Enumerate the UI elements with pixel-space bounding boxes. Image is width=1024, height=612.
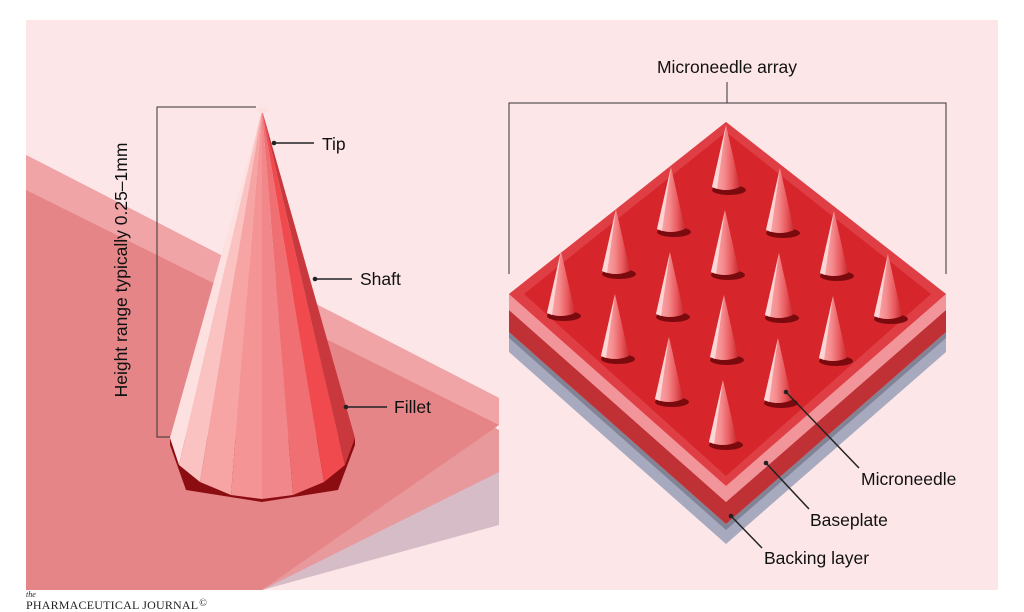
tip-dot: [271, 140, 277, 146]
array-microneedle-highlight: [710, 295, 724, 359]
copyright-symbol: ©: [199, 598, 208, 609]
publication-name-text: PHARMACEUTICAL JOURNAL: [26, 598, 199, 612]
array-microneedle-highlight: [709, 380, 723, 444]
array-microneedle: [657, 167, 691, 237]
array-microneedle: [655, 337, 689, 407]
microneedle-array: [509, 122, 946, 544]
fillet-dot: [343, 404, 349, 410]
needle-face-4: [231, 110, 262, 499]
array-microneedle: [709, 380, 743, 450]
array-microneedle-highlight: [874, 254, 888, 318]
microneedle-diagram: Height range typically 0.25–1mm Tip Shaf…: [26, 57, 956, 590]
array-top-face: [524, 132, 931, 476]
fillet-label: Fillet: [394, 397, 431, 417]
array-microneedle-highlight: [601, 294, 615, 358]
baseplate-label: Baseplate: [810, 510, 888, 530]
needle-face-6: [262, 110, 324, 495]
backing-layer-label: Backing layer: [764, 548, 869, 568]
array-microneedle-highlight: [656, 252, 670, 316]
array-microneedle-highlight: [819, 296, 833, 360]
array-microneedle-highlight: [764, 338, 778, 402]
needle-face-5: [262, 110, 293, 499]
array-microneedle: [710, 295, 744, 365]
array-microneedle-highlight: [657, 167, 671, 231]
array-microneedle: [601, 294, 635, 364]
large-microneedle: [170, 107, 355, 502]
array-microneedle: [764, 338, 798, 408]
array-microneedle: [820, 211, 854, 281]
array-microneedle: [547, 251, 581, 321]
array-microneedle: [765, 253, 799, 323]
height-bracket: [156, 106, 256, 438]
shaft-dot: [312, 276, 318, 282]
array-microneedle: [874, 254, 908, 324]
array-microneedle: [766, 168, 800, 238]
microneedle-dot: [783, 389, 789, 395]
array-microneedle: [712, 125, 746, 195]
needle-tip: [257, 107, 269, 113]
microneedle-label: Microneedle: [861, 469, 956, 489]
array-needles: [547, 125, 908, 450]
array-microneedle: [711, 210, 745, 280]
shaft-label: Shaft: [360, 269, 401, 289]
right-annotations: Microneedle array Microneedle Baseplate …: [508, 57, 956, 568]
array-microneedle-highlight: [820, 211, 834, 275]
needle-face-7: [262, 110, 345, 482]
array-microneedle-highlight: [655, 337, 669, 401]
needle-face-3: [200, 110, 262, 495]
array-microneedle: [602, 209, 636, 279]
baseplate-leader: [765, 462, 810, 510]
array-microneedle: [819, 296, 853, 366]
microneedle-leader: [785, 391, 860, 469]
needle-face-8: [262, 110, 355, 465]
diagram-panel: Height range typically 0.25–1mm Tip Shaf…: [26, 20, 998, 590]
publication-name: PHARMACEUTICAL JOURNAL©: [26, 598, 208, 612]
height-range-label: Height range typically 0.25–1mm: [111, 143, 131, 398]
backing-layer-dot: [728, 513, 734, 519]
array-microneedle-highlight: [711, 210, 725, 274]
baseplate-dot: [763, 460, 769, 466]
needle-face-2: [179, 110, 262, 482]
array-microneedle-highlight: [547, 251, 561, 315]
array-microneedle-highlight: [765, 253, 779, 317]
credit-prefix: the: [26, 590, 36, 599]
tip-label: Tip: [322, 134, 346, 154]
array-microneedle-highlight: [602, 209, 616, 273]
backing-layer-leader: [730, 515, 763, 549]
array-microneedle: [656, 252, 690, 322]
microneedle-array-label: Microneedle array: [657, 57, 797, 77]
array-microneedle-highlight: [766, 168, 780, 232]
array-microneedle-highlight: [712, 125, 726, 189]
needle-face-1: [170, 110, 262, 465]
left-annotations: Height range typically 0.25–1mm Tip Shaf…: [111, 106, 431, 438]
